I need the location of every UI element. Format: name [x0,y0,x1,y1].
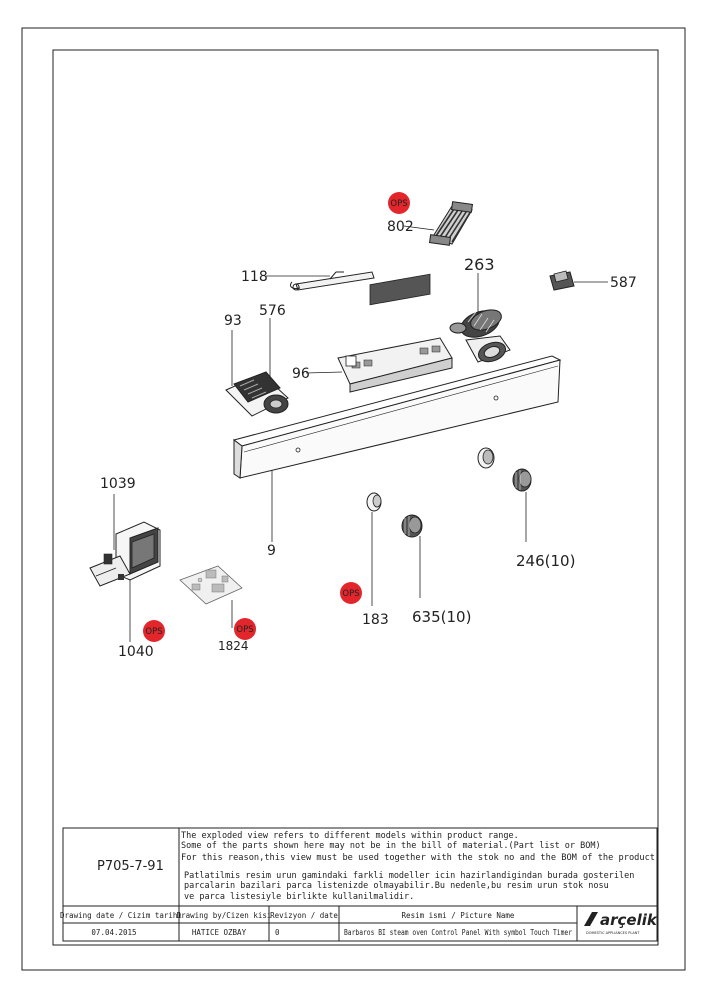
part-label-118: 118 [241,269,268,285]
drawing-code: P705-7-91 [97,859,164,874]
part-label-1039: 1039 [100,476,136,492]
part-label-576: 576 [259,303,286,319]
ops-label-802: OPS [390,199,407,209]
part-802-ribbon-cable [428,201,474,246]
note-en-line-1: The exploded view refers to different mo… [181,831,519,841]
part-label-802: 802 [387,219,414,235]
part-label-96: 96 [292,366,310,382]
value-picture-name: Barbaros BI steam oven Control Panel Wit… [344,928,572,937]
ops-badge-1040 [143,620,165,642]
ops-badge-1824 [234,618,256,640]
title-block [62,827,658,942]
value-drawing-date: 07.04.2015 [91,928,136,937]
part-label-635: 635(10) [412,608,471,626]
part-label-9: 9 [267,543,276,559]
part-label-183: 183 [362,612,389,628]
header-picture-name: Resim ismi / Picture Name [402,911,515,920]
outer-frame [21,27,686,971]
note-tr-line-3: ve parca listesiyle birlikte kullanilmal… [184,892,414,902]
part-635-knob [401,514,423,538]
part-label-1040: 1040 [118,644,154,660]
part-label-587: 587 [610,275,637,291]
note-en-line-3: For this reason,this view must be used t… [181,853,655,863]
ops-label-1040: OPS [145,627,162,637]
arcelik-logo: arçelik DOMESTIC APPLIANCES PLANT [584,911,658,935]
leader-802 [403,225,435,231]
header-drawing-date: Drawing date / Cizim tarihi [60,911,182,920]
brand-subtitle: DOMESTIC APPLIANCES PLANT [586,931,640,935]
part-118-wire-harness [289,271,375,291]
part-263-knob-assembly [449,309,511,363]
header-revision: Revizyon / date [270,911,338,920]
part-1039-1040-display-module [89,521,161,587]
part-label-93: 93 [224,313,242,329]
note-en-line-2: Some of the parts shown here may not be … [181,841,601,851]
part-183-ring [366,492,382,512]
note-tr-line-1: Patlatilmis resim urun gamindaki farkli … [184,871,634,881]
brand-name: arçelik [600,911,658,929]
leader-96 [305,371,343,374]
ops-label-183: OPS [342,589,359,599]
part-label-263: 263 [464,255,495,274]
part-label-1824: 1824 [218,639,249,653]
part-93-576-switch-block [225,371,289,417]
part-1824-pcb [179,565,243,605]
value-revision: 0 [275,928,280,937]
value-drawn-by: HATICE OZBAY [192,928,247,937]
ops-label-1824: OPS [236,625,253,635]
part-587-connector [549,270,575,291]
ops-badge-802 [388,192,410,214]
inner-frame [52,49,659,946]
part-label-246: 246(10) [516,552,575,570]
header-drawn-by: Drawing by/Cizen kisi [177,911,272,920]
ops-badge-183 [340,582,362,604]
note-tr-line-2: parcalarin bazilari parca listenizde olm… [184,881,609,891]
part-96-control-board [337,273,453,393]
part-9-front-panel [232,355,562,479]
part-246-knob [477,447,532,492]
